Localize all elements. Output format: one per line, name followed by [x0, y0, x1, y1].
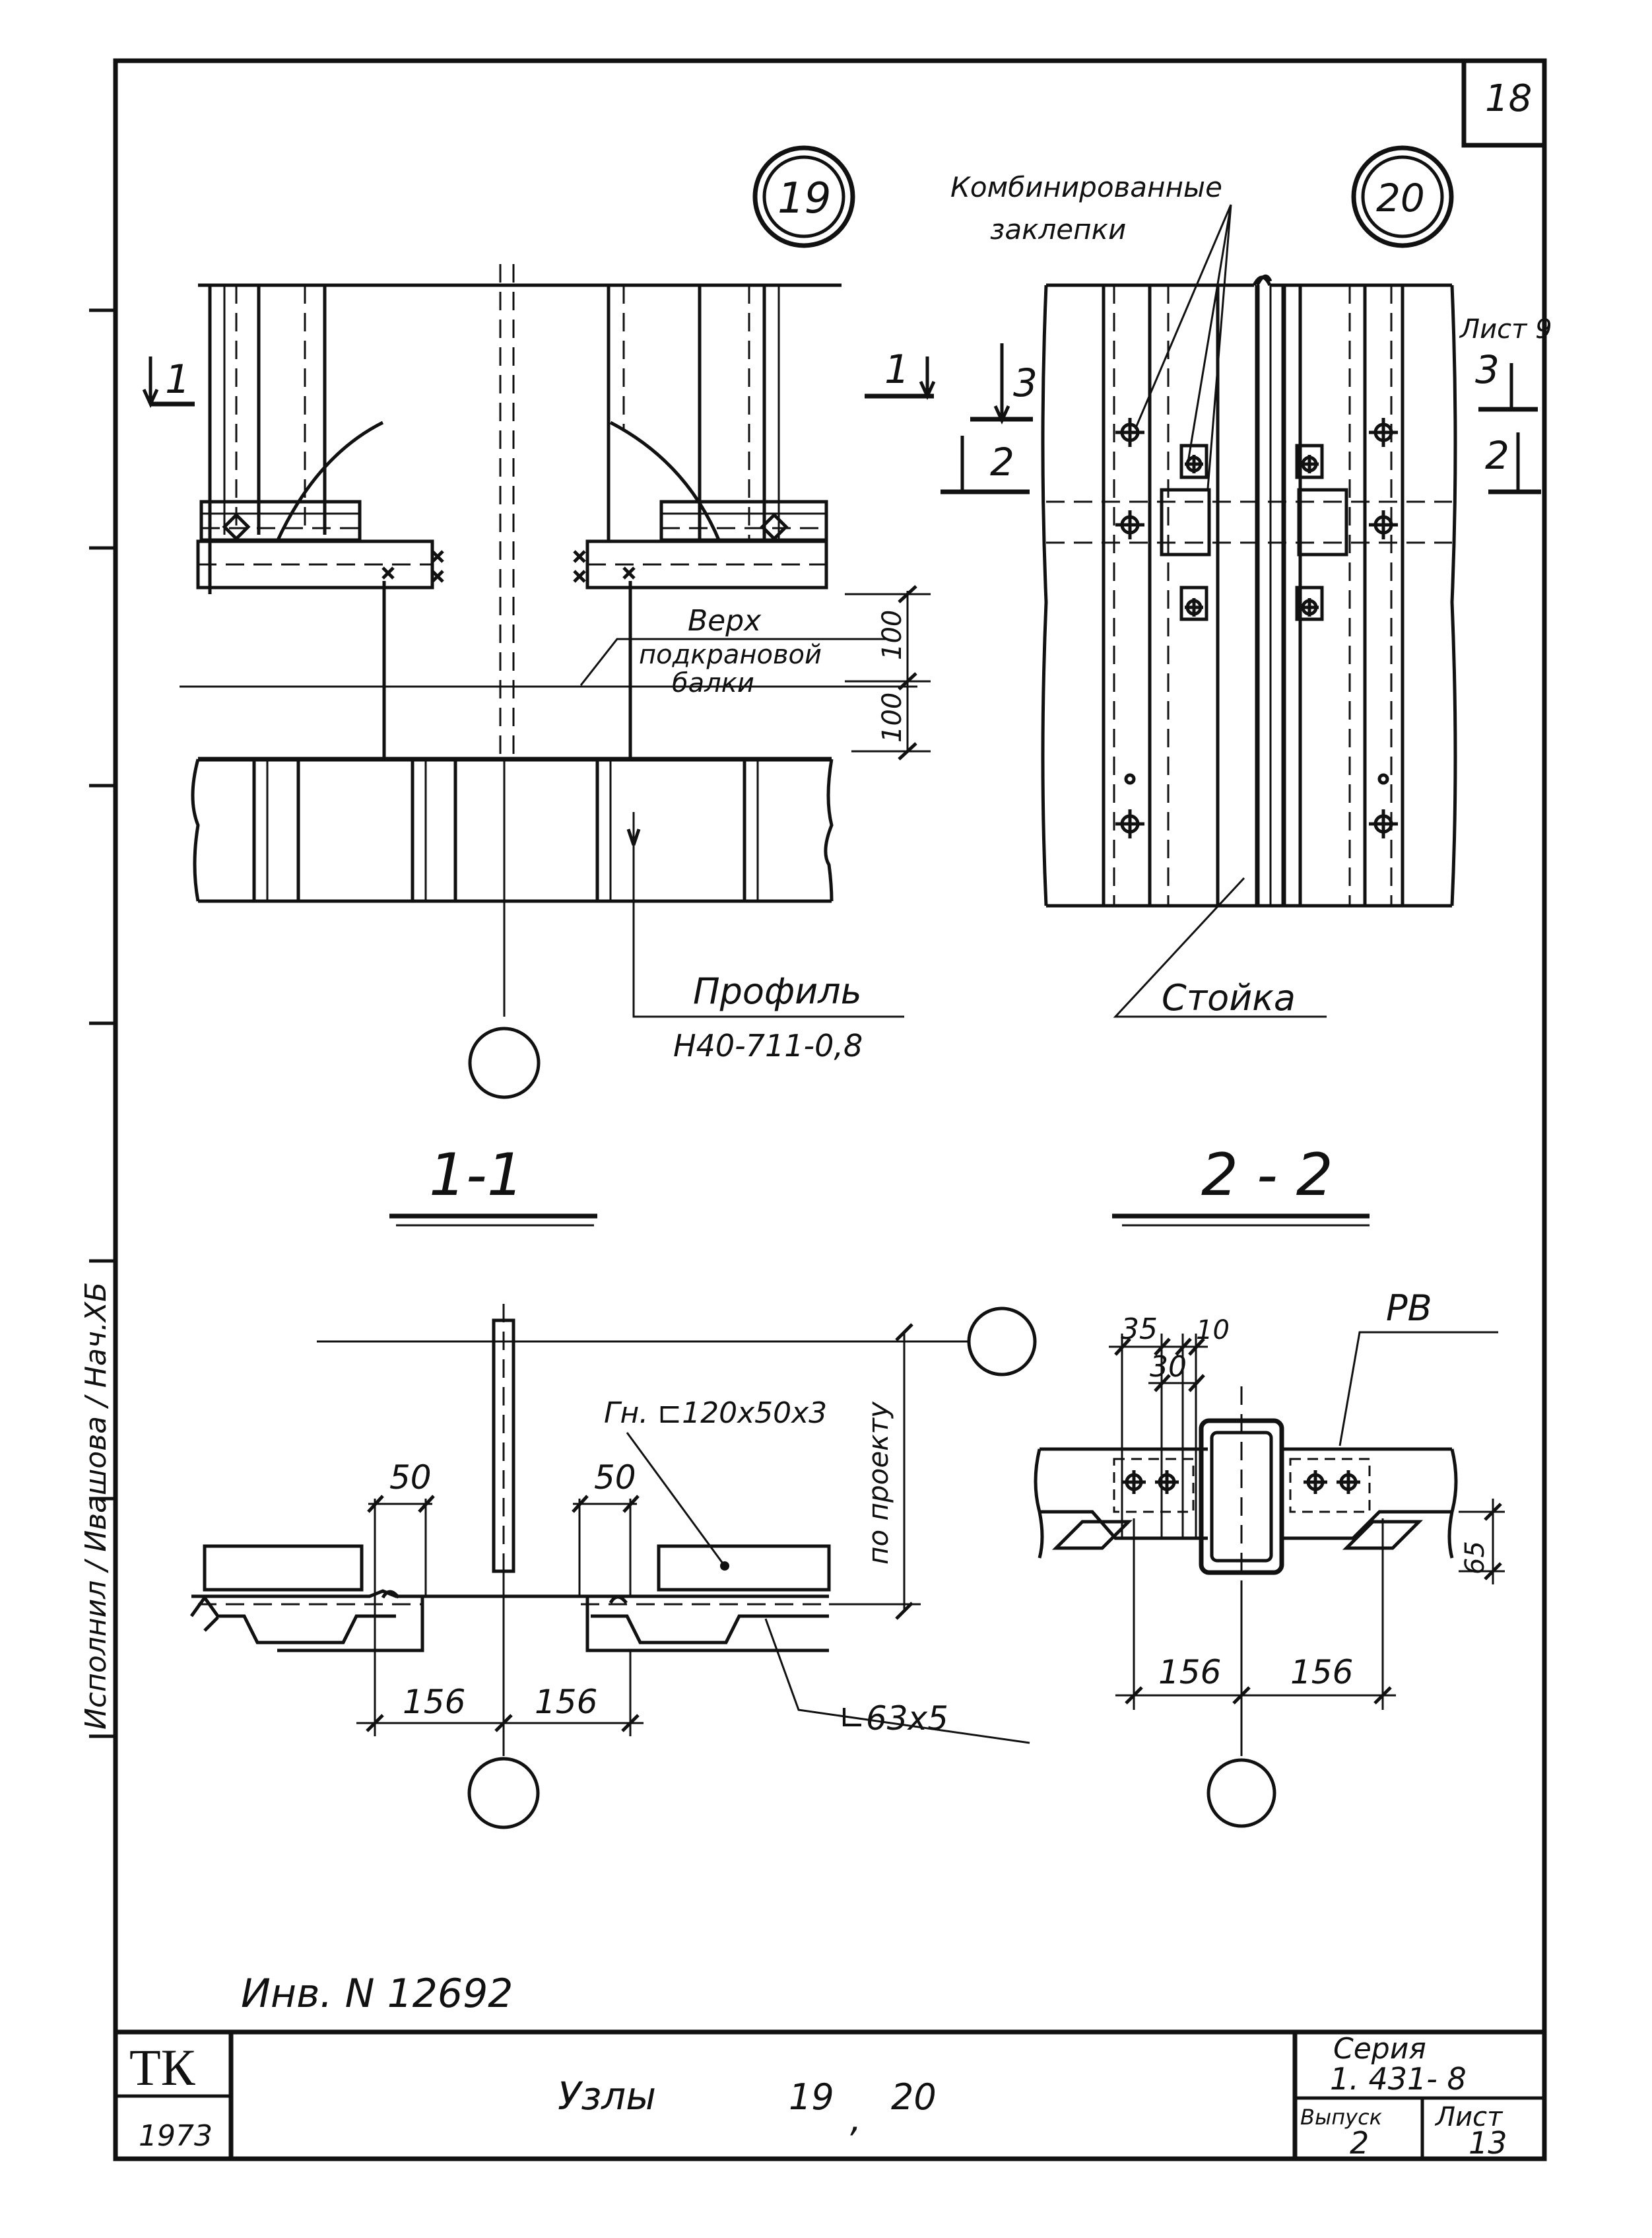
- sheet-title-comma: ,: [850, 2098, 861, 2140]
- series-value: 1. 431- 8: [1330, 2061, 1467, 2097]
- svg-text:1: 1: [884, 347, 909, 393]
- node-19-view: [180, 264, 931, 1099]
- sheet-frame: [113, 58, 1547, 2161]
- angle-label: ∟63х5: [838, 1699, 948, 1738]
- by-project-label: по проекту: [862, 1401, 894, 1565]
- dim-30: 30: [1150, 1350, 1187, 1384]
- combined-rivets-label-2: заклепки: [990, 213, 1126, 246]
- section-mark-2-left: 2: [941, 436, 1030, 494]
- dim-156-b: 156: [535, 1683, 597, 1721]
- svg-text:3: 3: [1013, 360, 1038, 405]
- dim-50-right: 50: [594, 1458, 636, 1497]
- sheet-title-node-b: 20: [891, 2076, 937, 2118]
- sheet-number: 18: [1485, 77, 1532, 120]
- sheet-title-node-a: 19: [789, 2076, 834, 2118]
- sheet-ref-label: Лист 9: [1459, 314, 1552, 345]
- profile-label-2: Н40-711-0,8: [673, 1028, 863, 1064]
- crane-beam-top-leader: [579, 638, 888, 686]
- column-leader: [1113, 877, 1327, 1018]
- inventory-number: Инв. N 12692: [241, 1971, 513, 2017]
- dim-65: 65: [1460, 1541, 1490, 1575]
- section-mark-1-left: 1: [142, 356, 195, 409]
- svg-text:20: 20: [1376, 176, 1425, 220]
- svg-text:1: 1: [165, 356, 190, 403]
- svg-text:2: 2: [990, 440, 1014, 485]
- section-title-1-1: 1-1: [429, 1141, 524, 1209]
- column-label: Стойка: [1162, 977, 1296, 1019]
- dim-35: 35: [1121, 1312, 1158, 1346]
- dim-100-lower: 100: [877, 693, 908, 743]
- section-mark-3-right: 3: [1475, 347, 1538, 412]
- dim-50-left: 50: [389, 1458, 432, 1497]
- node-20-view: [1041, 274, 1457, 908]
- sheet-value: 13: [1469, 2125, 1507, 2161]
- rivet-label: РВ: [1386, 1287, 1432, 1329]
- crane-beam-top-label-1: Верх: [688, 604, 762, 638]
- profile-leader: [632, 812, 904, 1018]
- section-2-2-view: [1034, 1331, 1505, 1828]
- org-code: ТК: [129, 2039, 196, 2096]
- svg-text:19: 19: [777, 174, 831, 223]
- frame-left-ticks: [89, 308, 116, 1738]
- svg-text:3: 3: [1475, 347, 1500, 392]
- combined-rivets-label-1: Комбинированные: [950, 171, 1222, 203]
- profile-label-1: Профиль: [693, 970, 862, 1012]
- section-title-2-2: 2 - 2: [1201, 1141, 1333, 1209]
- crane-beam-top-label-2: подкрановой: [639, 640, 822, 670]
- section-mark-3-left: 3: [970, 343, 1038, 425]
- title-block: [116, 2029, 1544, 2159]
- issue-label: Выпуск: [1300, 2105, 1383, 2130]
- crane-beam-top-label-3: балки: [672, 668, 754, 698]
- year: 1973: [139, 2119, 213, 2153]
- section-mark-1-right: 1: [865, 347, 936, 401]
- node-20-marker: 20: [1351, 145, 1454, 248]
- profile-leader-arrow: [626, 829, 641, 846]
- dim-10: 10: [1196, 1315, 1230, 1345]
- sheet-label: Лист: [1434, 2102, 1503, 2132]
- issue-value: 2: [1350, 2125, 1369, 2161]
- sheet-title: Узлы: [558, 2074, 656, 2119]
- section-mark-2-right: 2: [1485, 432, 1541, 494]
- dim-156-c: 156: [1158, 1653, 1221, 1691]
- dim-156-a: 156: [403, 1683, 465, 1721]
- svg-text:2: 2: [1485, 433, 1509, 478]
- series-label: Серия: [1333, 2032, 1426, 2066]
- dim-100-upper: 100: [877, 610, 908, 660]
- channel-label: Гн. ⊏120х50х3: [604, 1396, 827, 1430]
- section-1-1-view: [189, 1304, 1037, 1829]
- dim-156-d: 156: [1290, 1653, 1353, 1691]
- side-stamp: Исполнил / Ивашова / Нач.ХБ: [79, 1282, 113, 1730]
- node-19-marker: 19: [752, 145, 855, 248]
- sheet-number-box: [1461, 58, 1547, 148]
